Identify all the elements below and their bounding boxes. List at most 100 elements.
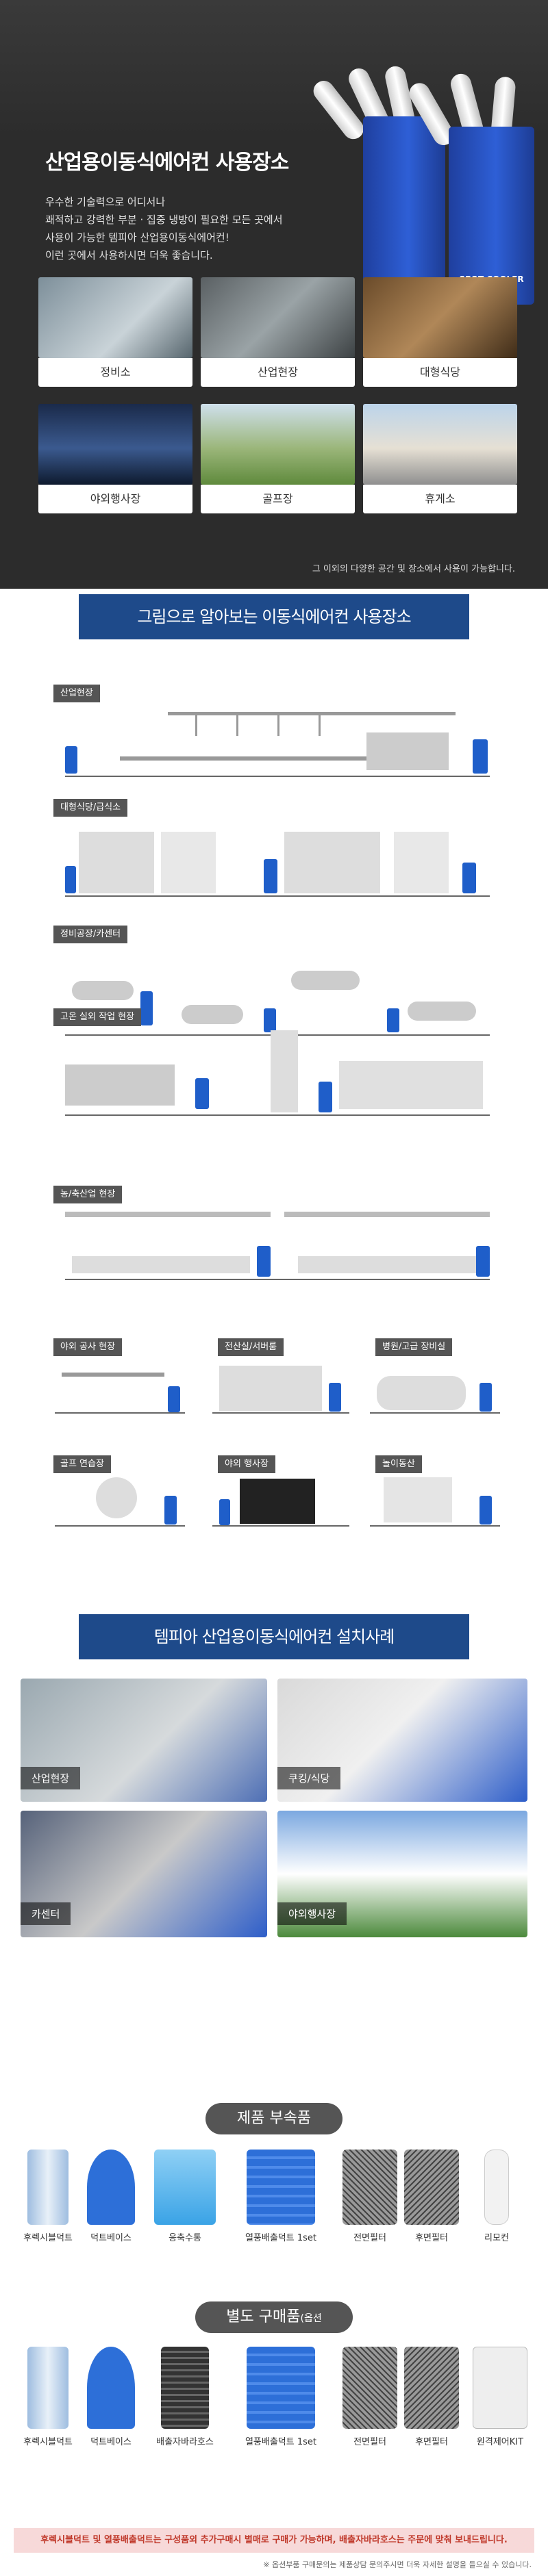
location-card-industrial: 산업현장 bbox=[201, 277, 355, 387]
case-photo-label: 카센터 bbox=[21, 1902, 71, 1925]
rear-filter-icon bbox=[404, 2150, 459, 2225]
usage-tag: 놀이동산 bbox=[375, 1455, 422, 1473]
illustration-farm bbox=[65, 1201, 490, 1280]
water-tank-icon bbox=[154, 2150, 216, 2225]
front-filter-icon bbox=[342, 2347, 397, 2429]
duct-base-icon bbox=[87, 2150, 135, 2225]
illustration-amusement-park bbox=[370, 1472, 500, 1527]
illustration-golf-range bbox=[55, 1472, 185, 1527]
location-card-rest-area: 휴게소 bbox=[363, 404, 517, 513]
part-label: 리모컨 bbox=[484, 2233, 509, 2243]
location-caption: 골프장 bbox=[201, 485, 355, 513]
extra-item: 전면필터 bbox=[339, 2347, 401, 2447]
case-photo-industrial: 산업현장 bbox=[21, 1679, 267, 1802]
illustration-outdoor-work bbox=[65, 1027, 490, 1116]
purchase-footnote: ※ 옵션부품 구매문의는 제품상담 문의주시면 더욱 자세한 설명을 들으실 수… bbox=[263, 2560, 532, 2569]
extra-section-heading: 별도 구매품(옵션 bbox=[195, 2301, 353, 2333]
exhaust-hose-icon bbox=[161, 2347, 209, 2429]
case-photo-outdoor-event: 야외행사장 bbox=[277, 1811, 527, 1937]
location-caption: 대형식당 bbox=[363, 358, 517, 387]
extra-item: 후면필터 bbox=[401, 2347, 462, 2447]
hero-desc-line: 이런 곳에서 사용하시면 더욱 좋습니다. bbox=[45, 249, 213, 262]
part-item: 열풍배출덕트 1set bbox=[236, 2150, 325, 2243]
extra-label: 후렉시블덕트 bbox=[23, 2437, 73, 2447]
hero-note: 그 이외의 다양한 공간 및 장소에서 사용이 가능합니다. bbox=[312, 564, 515, 574]
location-card-repair: 정비소 bbox=[38, 277, 192, 387]
location-photo bbox=[363, 404, 517, 485]
part-label: 응축수통 bbox=[169, 2233, 201, 2243]
location-caption: 휴게소 bbox=[363, 485, 517, 513]
extra-item: 덕트베이스 bbox=[77, 2347, 145, 2447]
part-label: 열풍배출덕트 1set bbox=[245, 2233, 317, 2243]
usage-tag: 산업현장 bbox=[53, 685, 100, 702]
extra-label: 후면필터 bbox=[415, 2437, 448, 2447]
purchase-warning: 후렉시블덕트 및 열풍배출덕트는 구성품외 추가구매시 별매로 구매가 가능하며… bbox=[14, 2528, 534, 2553]
extra-label: 열풍배출덕트 1set bbox=[245, 2437, 317, 2447]
part-item: 리모컨 bbox=[466, 2150, 527, 2243]
location-card-outdoor-event: 야외행사장 bbox=[38, 404, 192, 513]
duct-base-icon bbox=[87, 2347, 135, 2429]
illustration-industrial bbox=[65, 698, 490, 777]
location-photo bbox=[38, 277, 192, 358]
location-card-golf: 골프장 bbox=[201, 404, 355, 513]
usage-tag: 야외 행사장 bbox=[218, 1455, 275, 1473]
remote-kit-icon bbox=[473, 2347, 527, 2429]
extra-item: 원격제어KIT bbox=[466, 2347, 534, 2447]
exhaust-duct-icon bbox=[247, 2150, 315, 2225]
case-photo-car-center: 카센터 bbox=[21, 1811, 267, 1937]
usage-tag: 골프 연습장 bbox=[53, 1455, 111, 1473]
usage-tag: 전산실/서버룸 bbox=[218, 1338, 284, 1356]
part-item: 후면필터 bbox=[401, 2150, 462, 2243]
case-photo-label: 야외행사장 bbox=[277, 1902, 347, 1925]
part-label: 덕트베이스 bbox=[90, 2233, 132, 2243]
exhaust-duct-icon bbox=[247, 2347, 315, 2429]
case-photo-label: 산업현장 bbox=[21, 1767, 81, 1789]
hero-backdrop bbox=[0, 0, 548, 137]
illustration-server-room bbox=[212, 1359, 349, 1414]
flexible-duct-icon bbox=[27, 2150, 68, 2225]
part-label: 후렉시블덕트 bbox=[23, 2233, 73, 2243]
rear-filter-icon bbox=[404, 2347, 459, 2429]
usage-tag: 대형식당/급식소 bbox=[53, 799, 128, 817]
usage-tag: 농/축산업 현장 bbox=[53, 1186, 123, 1203]
usage-tag: 야외 공사 현장 bbox=[53, 1338, 123, 1356]
extra-item: 배출자바라호스 bbox=[140, 2347, 229, 2447]
location-photo bbox=[201, 404, 355, 485]
location-caption: 정비소 bbox=[38, 358, 192, 387]
hero-desc-line: 사용이 가능한 템피아 산업용이동식에어컨! bbox=[45, 231, 229, 244]
case-photo-kitchen: 쿠킹/식당 bbox=[277, 1679, 527, 1802]
parts-section-heading: 제품 부속품 bbox=[206, 2103, 342, 2134]
extra-label: 덕트베이스 bbox=[90, 2437, 132, 2447]
part-label: 전면필터 bbox=[353, 2233, 386, 2243]
hero-description: 우수한 기술력으로 어디서나 쾌적하고 강력한 부분 · 집중 냉방이 필요한 … bbox=[45, 193, 401, 264]
hero-desc-line: 우수한 기술력으로 어디서나 bbox=[45, 196, 166, 208]
location-photo bbox=[38, 404, 192, 485]
location-photo bbox=[201, 277, 355, 358]
extra-label: 전면필터 bbox=[353, 2437, 386, 2447]
location-caption: 야외행사장 bbox=[38, 485, 192, 513]
cases-section-heading: 템피아 산업용이동식에어컨 설치사례 bbox=[79, 1614, 469, 1659]
illustration-garage bbox=[65, 943, 490, 1036]
extra-item: 후렉시블덕트 bbox=[14, 2347, 82, 2447]
part-item: 덕트베이스 bbox=[77, 2150, 145, 2243]
usage-tag: 정비공장/카센터 bbox=[53, 926, 128, 943]
illustration-cafeteria bbox=[65, 811, 490, 897]
illustration-hospital bbox=[370, 1359, 500, 1414]
hero-section: SPOT COOLER SPOT COOLER 산업용이동식에어컨 사용장소 우… bbox=[0, 0, 548, 589]
illustration-construction bbox=[55, 1359, 185, 1414]
case-photo-label: 쿠킹/식당 bbox=[277, 1767, 341, 1789]
usage-tag: 고온 실외 작업 현장 bbox=[53, 1008, 142, 1026]
part-item: 후렉시블덕트 bbox=[14, 2150, 82, 2243]
extra-heading-sub: (옵션 bbox=[300, 2313, 322, 2324]
usage-tag: 병원/고급 장비실 bbox=[375, 1338, 453, 1356]
extra-heading-main: 별도 구매품 bbox=[226, 2308, 301, 2325]
location-caption: 산업현장 bbox=[201, 358, 355, 387]
flexible-duct-icon bbox=[27, 2347, 68, 2429]
remote-control-icon bbox=[484, 2150, 509, 2225]
location-card-restaurant: 대형식당 bbox=[363, 277, 517, 387]
hero-title: 산업용이동식에어컨 사용장소 bbox=[45, 151, 289, 175]
part-item: 응축수통 bbox=[147, 2150, 223, 2243]
extra-label: 원격제어KIT bbox=[476, 2437, 524, 2447]
usage-section-heading: 그림으로 알아보는 이동식에어컨 사용장소 bbox=[79, 594, 469, 639]
